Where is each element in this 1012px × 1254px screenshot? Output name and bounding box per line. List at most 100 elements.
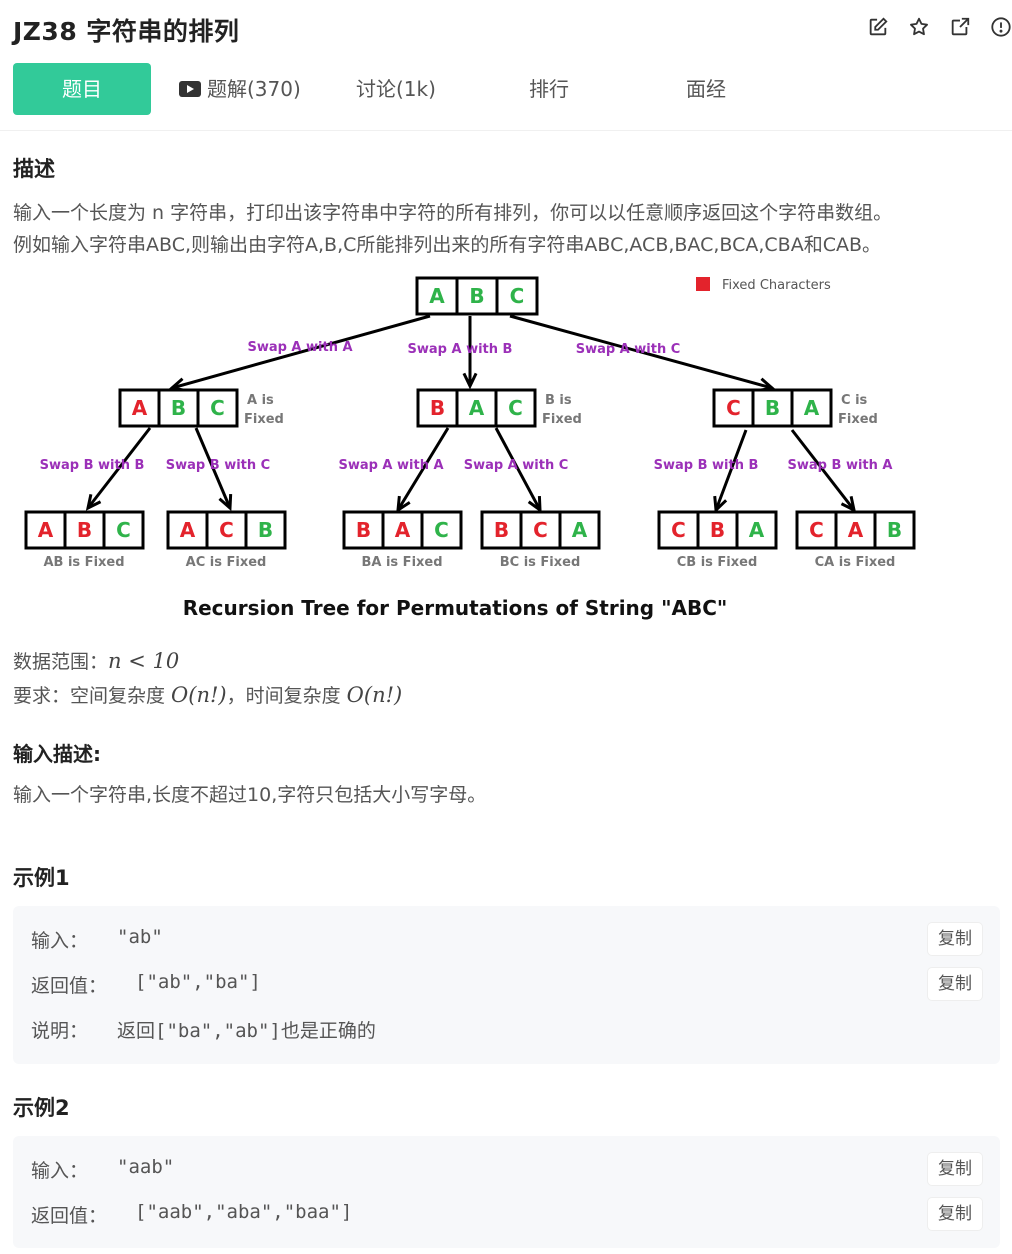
level2-cell (834, 510, 877, 550)
level1-letter: B (430, 396, 445, 420)
fixed-caption: AB is Fixed (43, 555, 124, 570)
level2-letter: C (219, 518, 234, 542)
tab-discussion[interactable]: 讨论(1k) (356, 77, 436, 101)
input-desc-text: 输入一个字符串,长度不超过10,字符只包括大小写字母。 (13, 784, 487, 806)
root-letter: B (469, 284, 484, 308)
copy-button[interactable]: 复制 (928, 968, 982, 1000)
level1-cell (118, 388, 161, 428)
explain-prefix: 返回 (117, 1020, 156, 1042)
level2-letter: B (710, 518, 725, 542)
swap-label: Swap A with C (576, 342, 681, 357)
fixed-caption: BA is Fixed (361, 555, 442, 570)
level2-cell (558, 510, 601, 550)
level2-cell (342, 510, 385, 550)
level2-cell (420, 510, 463, 550)
diagram-caption: Recursion Tree for Permutations of Strin… (183, 596, 728, 620)
explain-code: ["ba","ab"] (155, 1020, 281, 1042)
level2-letter: A (572, 518, 588, 542)
copy-button[interactable]: 复制 (928, 1198, 982, 1230)
fixed-note: Fixed (542, 412, 582, 427)
example2-output-value: ["aab","aba","baa"] (135, 1201, 353, 1223)
level2-letter: C (533, 518, 548, 542)
tree-arrowhead (218, 493, 233, 512)
example2-input-label: 输入： (31, 1160, 89, 1182)
root-letter: C (510, 284, 525, 308)
space-complexity: O(n!) (171, 683, 227, 707)
level2-cell (873, 510, 916, 550)
tree-edge (790, 429, 856, 511)
example2-output-row: 返回值： ["aab","aba","baa"] (31, 1201, 352, 1228)
fixed-caption: BC is Fixed (500, 555, 581, 570)
level1-letter: B (171, 396, 186, 420)
level1-letter: C (508, 396, 523, 420)
root-cell (495, 276, 539, 316)
tree-edge (194, 427, 232, 509)
example1-output-value: ["ab","ba"] (135, 971, 261, 993)
example1-heading: 示例1 (13, 866, 70, 890)
tab-ranking[interactable]: 排行 (529, 77, 569, 101)
level2-cell (519, 510, 562, 550)
tree-arrowhead (713, 495, 728, 514)
root-letter: A (429, 284, 445, 308)
tree-arrowhead (462, 372, 478, 390)
example2-box: 输入： "aab" 复制 返回值： ["aab","aba","baa"] 复制 (13, 1136, 1000, 1248)
example1-input-value: "ab" (117, 926, 163, 948)
level2-letter: A (38, 518, 54, 542)
level2-cell (244, 510, 287, 550)
swap-label: Swap A with C (464, 458, 569, 473)
swap-label: Swap B with C (166, 458, 270, 473)
swap-label: Swap A with A (338, 458, 443, 473)
level1-letter: C (726, 396, 741, 420)
requirement-separator: ，时间复杂度 (226, 685, 347, 707)
fixed-note: Fixed (838, 412, 878, 427)
level2-letter: C (434, 518, 449, 542)
example1-output-row: 返回值： ["ab","ba"] (31, 971, 261, 998)
level1-letter: A (804, 396, 820, 420)
tab-problem[interactable]: 题目 (13, 63, 151, 115)
level2-letter: B (494, 518, 509, 542)
level2-cell (480, 510, 523, 550)
description-line-1: 输入一个长度为 n 字符串，打印出该字符串中字符的所有排列，你可以以任意顺序返回… (13, 202, 893, 224)
fixed-note: B is (545, 393, 572, 408)
tree-edge (86, 427, 152, 509)
example1-box: 输入： "ab" 复制 返回值： ["ab","ba"] 复制 说明： 返回["… (13, 906, 1000, 1064)
level2-letter: C (116, 518, 131, 542)
page-title: JZ38 字符串的排列 (13, 17, 240, 46)
tree-arrowhead (85, 493, 102, 511)
copy-button[interactable]: 复制 (928, 1153, 982, 1185)
level2-cell (102, 510, 145, 550)
swap-label: Swap B with B (40, 458, 145, 473)
share-icon[interactable] (949, 16, 971, 38)
video-icon (179, 81, 201, 97)
fixed-caption: CB is Fixed (677, 555, 758, 570)
swap-label: Swap B with B (654, 458, 759, 473)
tree-edge (714, 429, 748, 511)
tree-edge (171, 314, 431, 390)
fixed-note: A is (247, 393, 274, 408)
fixed-caption: AC is Fixed (186, 555, 267, 570)
example1-explain-text: 返回["ba","ab"]也是正确的 (117, 1016, 376, 1043)
level1-letter: B (765, 396, 780, 420)
example2-output-label: 返回值： (31, 1205, 108, 1227)
tree-edge (396, 427, 450, 511)
level1-cell (157, 388, 200, 428)
copy-button[interactable]: 复制 (928, 923, 982, 955)
tab-solutions[interactable]: 题解(370) (179, 63, 301, 115)
tab-interviews[interactable]: 面经 (686, 77, 726, 101)
level2-letter: C (671, 518, 686, 542)
report-icon[interactable] (990, 16, 1012, 38)
tree-arrowhead (527, 495, 542, 514)
level2-cell (696, 510, 739, 550)
star-icon[interactable] (908, 16, 930, 38)
level2-cell (381, 510, 424, 550)
edit-icon[interactable] (867, 16, 889, 38)
example1-input-label: 输入： (31, 930, 89, 952)
legend-label: Fixed Characters (722, 278, 831, 293)
fixed-caption: CA is Fixed (815, 555, 896, 570)
header-actions (848, 16, 1012, 38)
level2-letter: B (887, 518, 902, 542)
fixed-note: C is (841, 393, 868, 408)
example1-output-label: 返回值： (31, 975, 108, 997)
level2-letter: B (356, 518, 371, 542)
level2-letter: A (180, 518, 196, 542)
